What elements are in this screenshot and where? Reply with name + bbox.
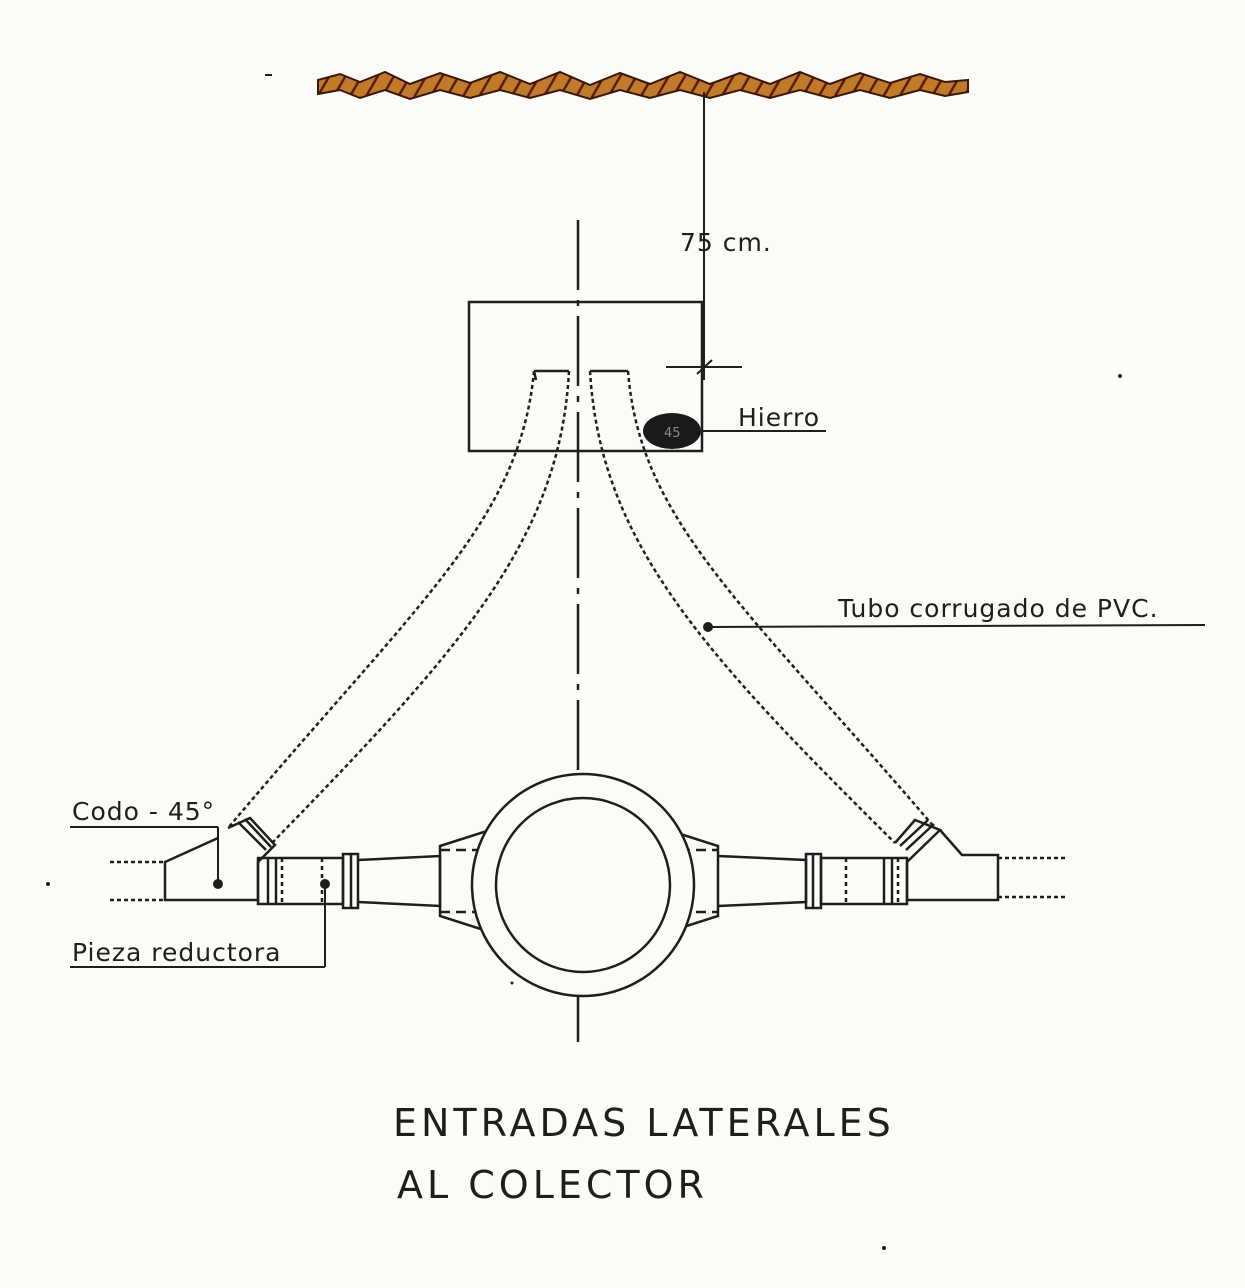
left-reducer: [256, 852, 442, 910]
specks: [46, 374, 1122, 1250]
right-corrugated-tube: [588, 369, 936, 844]
collector-pipe: [470, 772, 696, 998]
iron-bar: 45: [643, 413, 826, 449]
tubo-label: Tubo corrugado de PVC.: [838, 594, 1159, 623]
codo-label: Codo - 45°: [72, 797, 216, 826]
dimension-label: 75 cm.: [680, 228, 772, 257]
pieza-label: Pieza reductora: [72, 938, 282, 967]
left-elbow-45: [163, 816, 277, 902]
right-outer-pipe: [998, 856, 1068, 899]
left-corrugated-tube: [227, 369, 571, 844]
right-elbow-45: [894, 818, 1000, 902]
svg-text:45: 45: [664, 426, 681, 441]
title-line-2: AL COLECTOR: [397, 1163, 708, 1207]
dimension-line: [666, 92, 742, 380]
left-outer-pipe: [110, 860, 165, 902]
right-reducer: [717, 852, 909, 910]
leader-lines: [70, 622, 1206, 968]
title-line-1: ENTRADAS LATERALES: [393, 1101, 895, 1145]
concrete-box: [467, 300, 704, 453]
hierro-label: Hierro: [738, 403, 820, 432]
ground-surface: [265, 70, 969, 101]
